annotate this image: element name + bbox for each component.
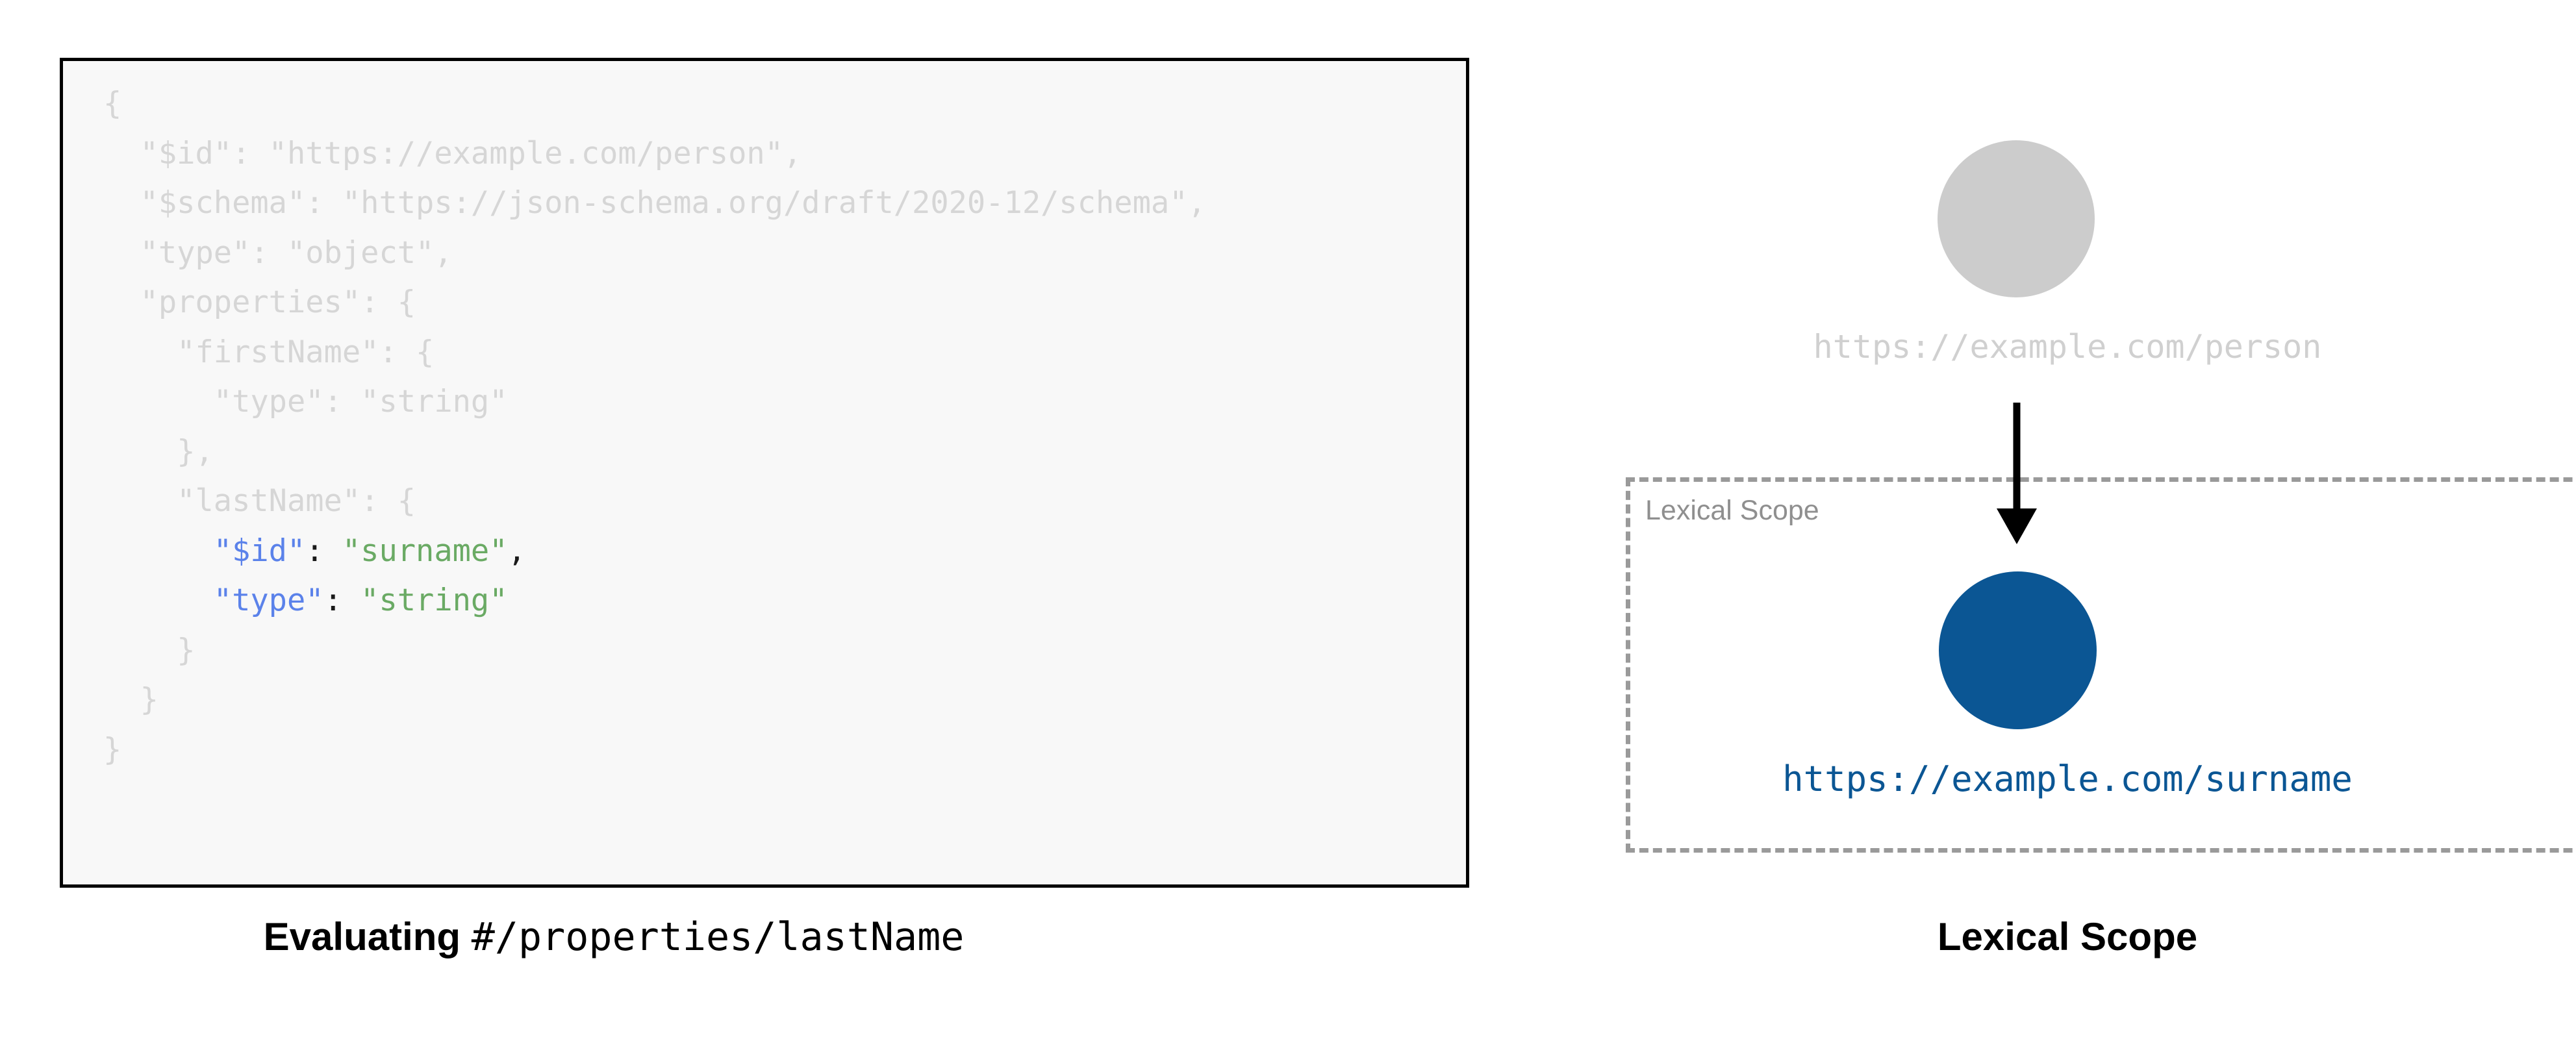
code-token-punct: : [323, 582, 361, 618]
code-line: "properties": { [103, 278, 1206, 328]
code-token-dim: } [103, 731, 122, 768]
outer-schema-resource-label: https://example.com/person [1813, 328, 2322, 366]
code-line: } [103, 725, 1206, 775]
code-line: } [103, 626, 1206, 676]
json-schema-code-block: { "$id": "https://example.com/person", "… [60, 58, 1469, 888]
code-line: "type": "string" [103, 576, 1206, 626]
left-panel-caption: Evaluating #/properties/lastName [0, 914, 1228, 960]
code-line: "$id": "surname", [103, 527, 1206, 577]
right-panel-caption: Lexical Scope [1937, 915, 2198, 958]
code-token-dim: "firstName": { [177, 334, 435, 370]
code-line: "$id": "https://example.com/person", [103, 129, 1206, 179]
caption-json-pointer: #/properties/lastName [471, 914, 965, 960]
code-line: }, [103, 427, 1206, 477]
code-line: } [103, 675, 1206, 725]
code-line: "firstName": { [103, 328, 1206, 378]
code-token-dim: { [103, 86, 122, 121]
caption-bold-prefix: Evaluating [263, 915, 472, 958]
code-line: "type": "object", [103, 229, 1206, 279]
code-token-dim: "properties": { [140, 284, 416, 320]
down-arrow-icon [1997, 403, 2037, 544]
code-token-key: "$id" [213, 532, 306, 569]
code-token-punct: , [507, 532, 526, 569]
code-token-str: "string" [360, 582, 508, 618]
lexical-scope-boundary-box [1626, 477, 2576, 853]
code-token-punct: : [305, 532, 342, 569]
code-line: { [103, 79, 1206, 129]
code-listing: { "$id": "https://example.com/person", "… [103, 79, 1206, 775]
inner-schema-resource-label: https://example.com/surname [1782, 758, 2353, 799]
inner-schema-resource-circle-icon [1939, 571, 2097, 729]
code-token-dim: "type": "string" [213, 384, 508, 419]
lexical-scope-box-label: Lexical Scope [1645, 495, 1819, 526]
code-line: "lastName": { [103, 477, 1206, 527]
code-token-dim: "type": "object", [140, 234, 453, 271]
code-line: "$schema": "https://json-schema.org/draf… [103, 179, 1206, 229]
code-token-dim: "lastName": { [177, 483, 416, 519]
code-panel: { "$id": "https://example.com/person", "… [0, 58, 1469, 960]
code-token-str: "surname" [342, 532, 508, 569]
code-token-dim: } [140, 682, 158, 718]
code-token-key: "type" [213, 582, 324, 618]
code-token-dim: "$id": "https://example.com/person", [140, 135, 802, 171]
code-line: "type": "string" [103, 377, 1206, 427]
outer-schema-resource-circle-icon [1938, 140, 2095, 297]
code-token-dim: "$schema": "https://json-schema.org/draf… [140, 185, 1206, 221]
lexical-scope-diagram-panel: https://example.com/person Lexical Scope… [1559, 0, 2576, 1039]
code-token-dim: }, [177, 433, 214, 469]
code-token-dim: } [177, 632, 196, 668]
